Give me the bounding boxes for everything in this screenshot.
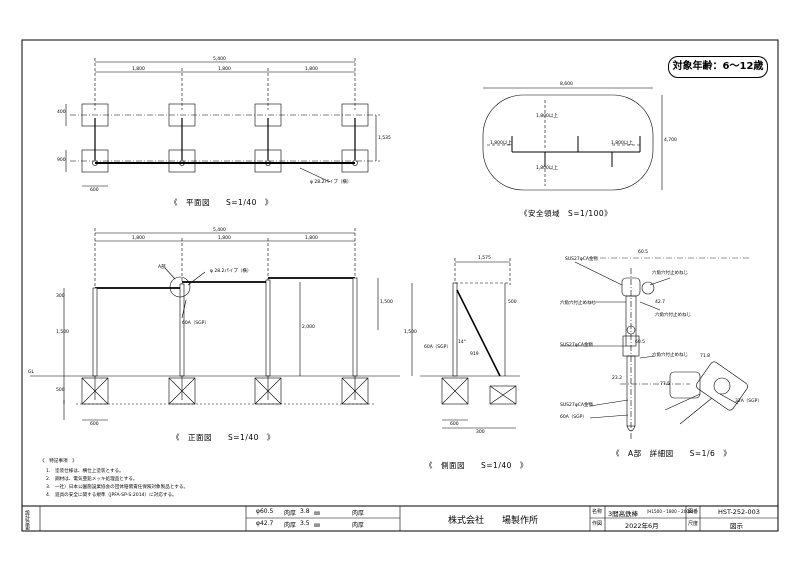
- product-name: 3間高鉄棒: [608, 510, 639, 518]
- detail-fitting-label: SUS27φCA金物: [560, 403, 593, 408]
- note-item: 1. 塗装仕様は、横仕上塗装とする。: [46, 469, 124, 474]
- drawing-number: HST-252-003: [718, 508, 760, 516]
- detail-dim: 23.2: [612, 376, 623, 381]
- front-top-dim: 300: [56, 294, 65, 299]
- note-item: 2. 鋼材は、電気亜鉛メッキ処理品とする。: [46, 477, 138, 482]
- side-base-dim: 600: [450, 422, 459, 427]
- target-age-badge: 対象年齢：6～12歳: [668, 56, 768, 78]
- safety-inner-dim: 1,800以上: [490, 141, 512, 146]
- detail-screw-label: 六角穴付止めねじ: [560, 301, 596, 306]
- front-height-dim: 1,500: [380, 300, 393, 305]
- plan-depth-dim: 900: [57, 158, 66, 163]
- safety-height-dim: 4,700: [664, 138, 677, 143]
- side-depth-dim: 300: [476, 430, 485, 435]
- product-name-sub: （H1500・1800・2000）: [644, 509, 696, 514]
- ground-level-label: GL: [28, 370, 34, 375]
- detail-a-view: [560, 257, 750, 440]
- detail-marker-a: A部: [158, 265, 166, 270]
- safety-view-title: 《安全領域 S=1/100》: [520, 209, 613, 218]
- detail-view-title: 《 A部 詳細図 S=1/6 》: [612, 449, 732, 458]
- side-view: [411, 258, 520, 429]
- front-depth-dim: 500: [56, 388, 65, 393]
- plan-span-dim: 1,800: [305, 67, 318, 72]
- detail-dim: 42.7: [655, 300, 666, 305]
- side-view-title: 《 側面図 S=1/40 》: [425, 461, 528, 470]
- material-diameter: φ60.5: [256, 508, 274, 515]
- date-label: 作図: [592, 521, 603, 527]
- drawing-no-label: 図番: [688, 509, 699, 515]
- front-base-dim: 600: [90, 422, 99, 427]
- detail-dim: 60.5: [635, 340, 646, 345]
- front-span-dim: 1,800: [218, 236, 231, 241]
- plan-pipe-label: φ 28.2パイプ（横）: [310, 180, 352, 185]
- revision-label: 設計変更: [24, 510, 30, 530]
- side-top-dim: 1,575: [478, 256, 491, 261]
- scale-label: 尺度: [688, 521, 699, 527]
- drawing-scale: 図示: [730, 522, 743, 530]
- plan-view-title: 《 平面図 S=1/40 》: [170, 198, 273, 207]
- plan-depth-dim: 400: [57, 110, 66, 115]
- front-post-label: 60A（SGP）: [182, 321, 209, 326]
- front-view: [30, 228, 400, 421]
- front-span-dim: 1,800: [132, 236, 145, 241]
- company-name: 株式会社 場製作所: [448, 516, 539, 526]
- detail-dim: 60.5: [638, 250, 649, 255]
- plan-view: [65, 58, 380, 187]
- drawing-date: 2022年6月: [625, 522, 659, 530]
- plan-span-dim: 1,800: [132, 67, 145, 72]
- detail-pipe-label: 32A（SGP）: [735, 399, 762, 404]
- side-rake-dim: 919: [470, 352, 479, 357]
- safety-area-view: [482, 87, 663, 191]
- title-block: [22, 505, 778, 531]
- note-item: 4. 遊具の安全に関する規準（JPFA-SP-S:2014）に対応する。: [46, 493, 177, 498]
- safety-width-dim: 8,600: [560, 82, 573, 87]
- detail-fitting-label: SUS27φCA金物: [565, 257, 598, 262]
- front-pipe-label: φ 28.2パイプ（横）: [210, 269, 252, 274]
- material-thickness: 3.5: [300, 520, 310, 527]
- material-thickness: 3.8: [300, 508, 310, 515]
- material-thick-label: 肉厚: [284, 510, 297, 517]
- detail-dim: 77.5: [660, 382, 671, 387]
- notes-title: 《 特記事項 》: [40, 459, 77, 464]
- plan-base-dim: 600: [90, 188, 99, 193]
- plan-total-dim: 5,400: [213, 57, 226, 62]
- note-item: 3. 一社）日本公園施設業協会の団体賠償責任保険対象製品とする。: [46, 485, 189, 490]
- material-thick-label: 肉厚: [284, 522, 297, 529]
- detail-fitting-label: SUS27φCA金物: [560, 343, 593, 348]
- safety-inner-dim: 1,800以上: [536, 166, 558, 171]
- detail-dim: 71.8: [700, 354, 711, 359]
- front-span-dim: 1,800: [305, 236, 318, 241]
- detail-screw-label: 六角穴付止めねじ: [652, 353, 688, 358]
- side-height-dim: 1,500: [404, 330, 417, 335]
- front-height-dim: 1,500: [56, 330, 69, 335]
- safety-inner-dim: 1,800以上: [611, 141, 633, 146]
- detail-screw-label: 六角穴付止めねじ: [652, 271, 688, 276]
- material-remark: 肉厚: [352, 522, 365, 529]
- plan-post-dim: 1,535: [378, 136, 391, 141]
- side-post-label: 60A（SGP）: [424, 345, 451, 350]
- front-height-dim: 2,000: [302, 325, 315, 330]
- detail-pipe-label: 60A（SGP）: [560, 415, 587, 420]
- material-diameter: φ42.7: [256, 520, 274, 527]
- side-height-dim: 500: [508, 300, 517, 305]
- plan-span-dim: 1,800: [218, 67, 231, 72]
- detail-screw-label: 六角穴付止めねじ: [655, 313, 691, 318]
- material-unit: ㎜: [314, 522, 321, 529]
- safety-inner-dim: 1,800以上: [536, 114, 558, 119]
- side-angle-dim: 14°: [458, 340, 466, 345]
- material-unit: ㎜: [314, 510, 321, 517]
- front-total-dim: 5,400: [213, 228, 226, 233]
- front-view-title: 《 正面図 S=1/40 》: [172, 433, 275, 442]
- name-label: 名称: [592, 509, 603, 515]
- material-remark: 肉厚: [352, 510, 365, 517]
